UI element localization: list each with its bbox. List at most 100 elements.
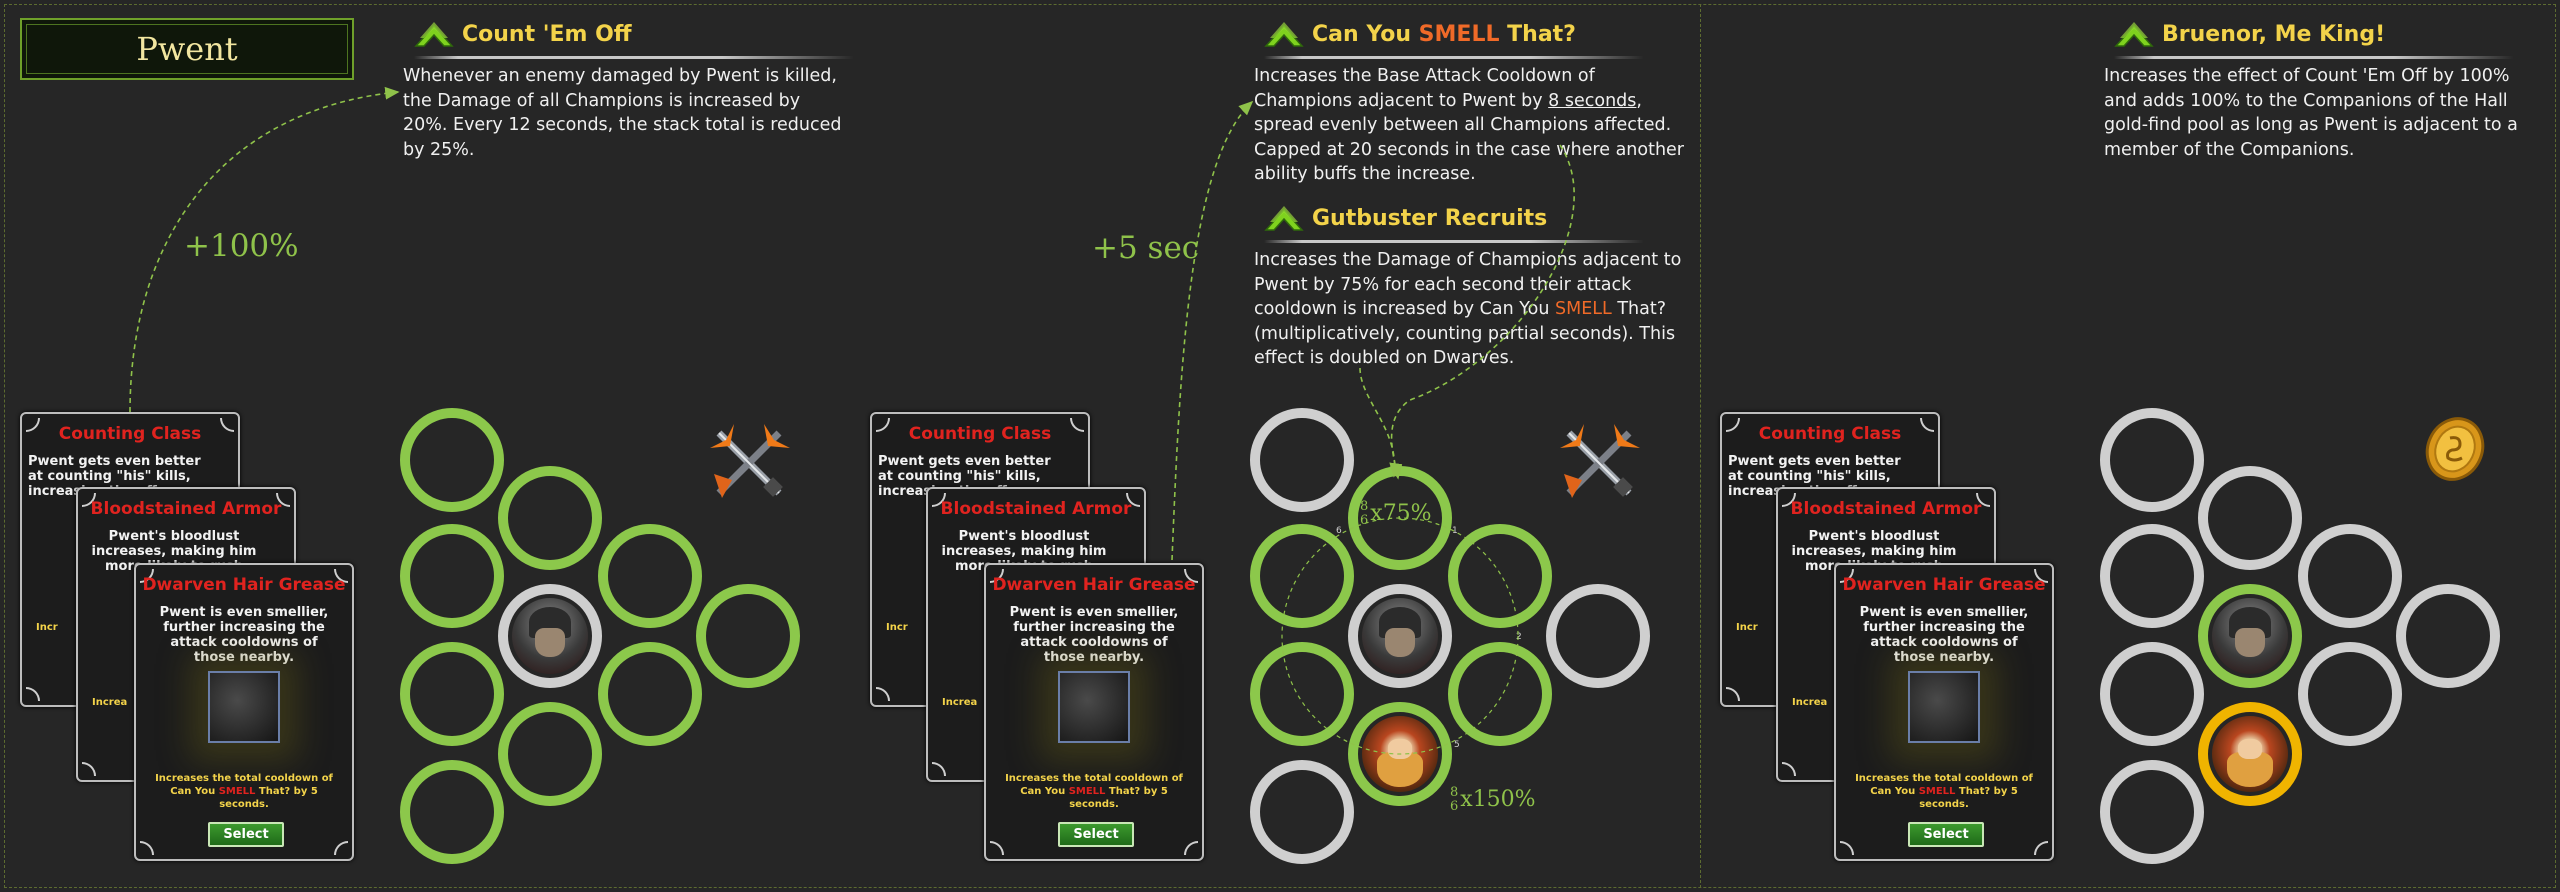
- ability-title-text: Can You SMELL That?: [1312, 22, 1576, 47]
- ability-title-bruenor-me-king: Bruenor, Me King!: [2114, 14, 2385, 54]
- formation-slot[interactable]: [1546, 584, 1650, 688]
- card-title: Bloodstained Armor: [1790, 499, 1982, 519]
- upgrade-image: [1058, 671, 1130, 743]
- card-footer: Increases the total cooldown of Can You …: [996, 772, 1192, 811]
- formation-slot-dwarf[interactable]: [1348, 702, 1452, 806]
- card-dwarven-hair-grease[interactable]: Dwarven Hair Grease Pwent is even smelli…: [984, 563, 1204, 861]
- slot-number: 6: [1336, 526, 1342, 536]
- formation-slot[interactable]: [2100, 760, 2204, 864]
- card-title: Dwarven Hair Grease: [1842, 575, 2046, 595]
- card-corner: [140, 841, 154, 855]
- formation-slot-pwent[interactable]: [2198, 584, 2302, 688]
- title-underline: [1264, 56, 1644, 59]
- formation-slot[interactable]: [1250, 408, 1354, 512]
- ability-title-gutbuster-recruits: Gutbuster Recruits: [1264, 198, 1547, 238]
- formation-slot[interactable]: [598, 642, 702, 746]
- formation-slot-pwent[interactable]: [498, 584, 602, 688]
- select-button[interactable]: Select: [1908, 822, 1984, 847]
- card-footer-text: That? by 5 seconds.: [1919, 786, 2018, 810]
- formation-slot[interactable]: [400, 760, 504, 864]
- formation-slot-adjacent[interactable]: [1250, 524, 1354, 628]
- card-footer-line: Increases the total cooldown of: [155, 773, 333, 784]
- formation-slot[interactable]: [1250, 760, 1354, 864]
- formation-slot[interactable]: [400, 642, 504, 746]
- annotation-x150-text: x150%: [1460, 787, 1536, 812]
- title-part: That?: [1499, 21, 1576, 47]
- formation-slot[interactable]: [498, 702, 602, 806]
- chevron-up-icon: [1264, 22, 1304, 47]
- title-underline: [414, 56, 854, 59]
- annotation-plus-5-sec: +5 sec: [1092, 230, 1200, 266]
- ability-desc-gutbuster-recruits: Increases the Damage of Champions adjace…: [1254, 248, 1694, 371]
- ability-desc-bruenor-me-king: Increases the effect of Count 'Em Off by…: [2104, 66, 2518, 160]
- card-corner: [26, 687, 40, 701]
- card-corner: [1726, 687, 1740, 701]
- upgrade-image: [1908, 671, 1980, 743]
- card-footer: Increases the total cooldown of Can You …: [146, 772, 342, 811]
- formation-slot-adjacent[interactable]: [1448, 642, 1552, 746]
- card-footer-text: Can You: [170, 786, 219, 797]
- card-footer-line: Can You SMELL That? by 5 seconds.: [1846, 785, 2042, 811]
- card-body: Pwent is even smellier, further increasi…: [159, 605, 329, 665]
- slot-number: 1: [1452, 526, 1458, 536]
- formation-slot-pwent[interactable]: [1348, 584, 1452, 688]
- formation-slot-adjacent[interactable]: [1448, 524, 1552, 628]
- title-underline: [2114, 56, 2514, 59]
- pwent-portrait: [2212, 598, 2288, 674]
- formation-slot[interactable]: [498, 466, 602, 570]
- ability-desc-count-em-off: Whenever an enemy damaged by Pwent is ki…: [403, 66, 842, 160]
- arrow-can-you-smell-that: [1171, 100, 1254, 561]
- annotation-plus-100: +100%: [184, 228, 299, 264]
- desc-part: , spread evenly between all Champions af…: [1254, 90, 1685, 185]
- ability-title-text: Gutbuster Recruits: [1312, 205, 1548, 231]
- formation-slot[interactable]: [400, 408, 504, 512]
- card-footer-text: Can You: [1020, 786, 1069, 797]
- formation-slot[interactable]: [2396, 584, 2500, 688]
- desc-underlined: 8 seconds: [1548, 90, 1637, 111]
- card-footer-line: Increases the total cooldown of: [1005, 773, 1183, 784]
- dwarf-portrait: [1362, 716, 1438, 792]
- panel-separator: [1700, 4, 1701, 888]
- fraction-num: 8: [1450, 785, 1459, 800]
- formation-slot[interactable]: [2198, 466, 2302, 570]
- card-dwarven-hair-grease[interactable]: Dwarven Hair Grease Pwent is even smelli…: [1834, 563, 2054, 861]
- formation-slot[interactable]: [2298, 524, 2402, 628]
- card-dwarven-hair-grease[interactable]: Dwarven Hair Grease Pwent is even smelli…: [134, 563, 354, 861]
- card-title: Counting Class: [58, 424, 202, 444]
- pwent-portrait: [512, 598, 588, 674]
- formation-slot[interactable]: [2100, 408, 2204, 512]
- formation-slot[interactable]: [598, 524, 702, 628]
- formation-slot[interactable]: [696, 584, 800, 688]
- gold-coin-icon: [2425, 417, 2485, 481]
- select-button[interactable]: Select: [208, 822, 284, 847]
- card-footer: Increases the total cooldown of Can You …: [1846, 772, 2042, 811]
- ability-title-text: Bruenor, Me King!: [2162, 21, 2386, 47]
- title-smell: SMELL: [1418, 21, 1500, 47]
- card-title: Dwarven Hair Grease: [992, 575, 1196, 595]
- card-footer-text: That? by 5 seconds.: [1069, 786, 1168, 810]
- formation-slot-bruenor[interactable]: [2198, 702, 2302, 806]
- face-shape: [2234, 628, 2266, 658]
- formation-slot[interactable]: [2298, 642, 2402, 746]
- card-corner: [876, 687, 890, 701]
- ability-title-count-em-off: Count 'Em Off: [414, 14, 632, 54]
- desc-smell: SMELL: [1555, 299, 1612, 319]
- formation-slot[interactable]: [400, 524, 504, 628]
- card-title: Bloodstained Armor: [940, 499, 1132, 519]
- card-title: Dwarven Hair Grease: [142, 575, 346, 595]
- arrow-gutbuster-to-slot: [1359, 367, 1402, 478]
- card-corner: [1184, 841, 1198, 855]
- formation-slot[interactable]: [2100, 642, 2204, 746]
- title-part: Can You: [1312, 21, 1419, 47]
- formation-slot[interactable]: [2100, 524, 2204, 628]
- select-button[interactable]: Select: [1058, 822, 1134, 847]
- ability-desc-can-you-smell-that: Increases the Base Attack Cooldown of Ch…: [1254, 64, 1694, 187]
- slot-number: 2: [1516, 632, 1522, 642]
- formation-slot-adjacent[interactable]: [1250, 642, 1354, 746]
- card-footer-line: Can You SMELL That? by 5 seconds.: [996, 785, 1192, 811]
- card-title: Counting Class: [1758, 424, 1902, 444]
